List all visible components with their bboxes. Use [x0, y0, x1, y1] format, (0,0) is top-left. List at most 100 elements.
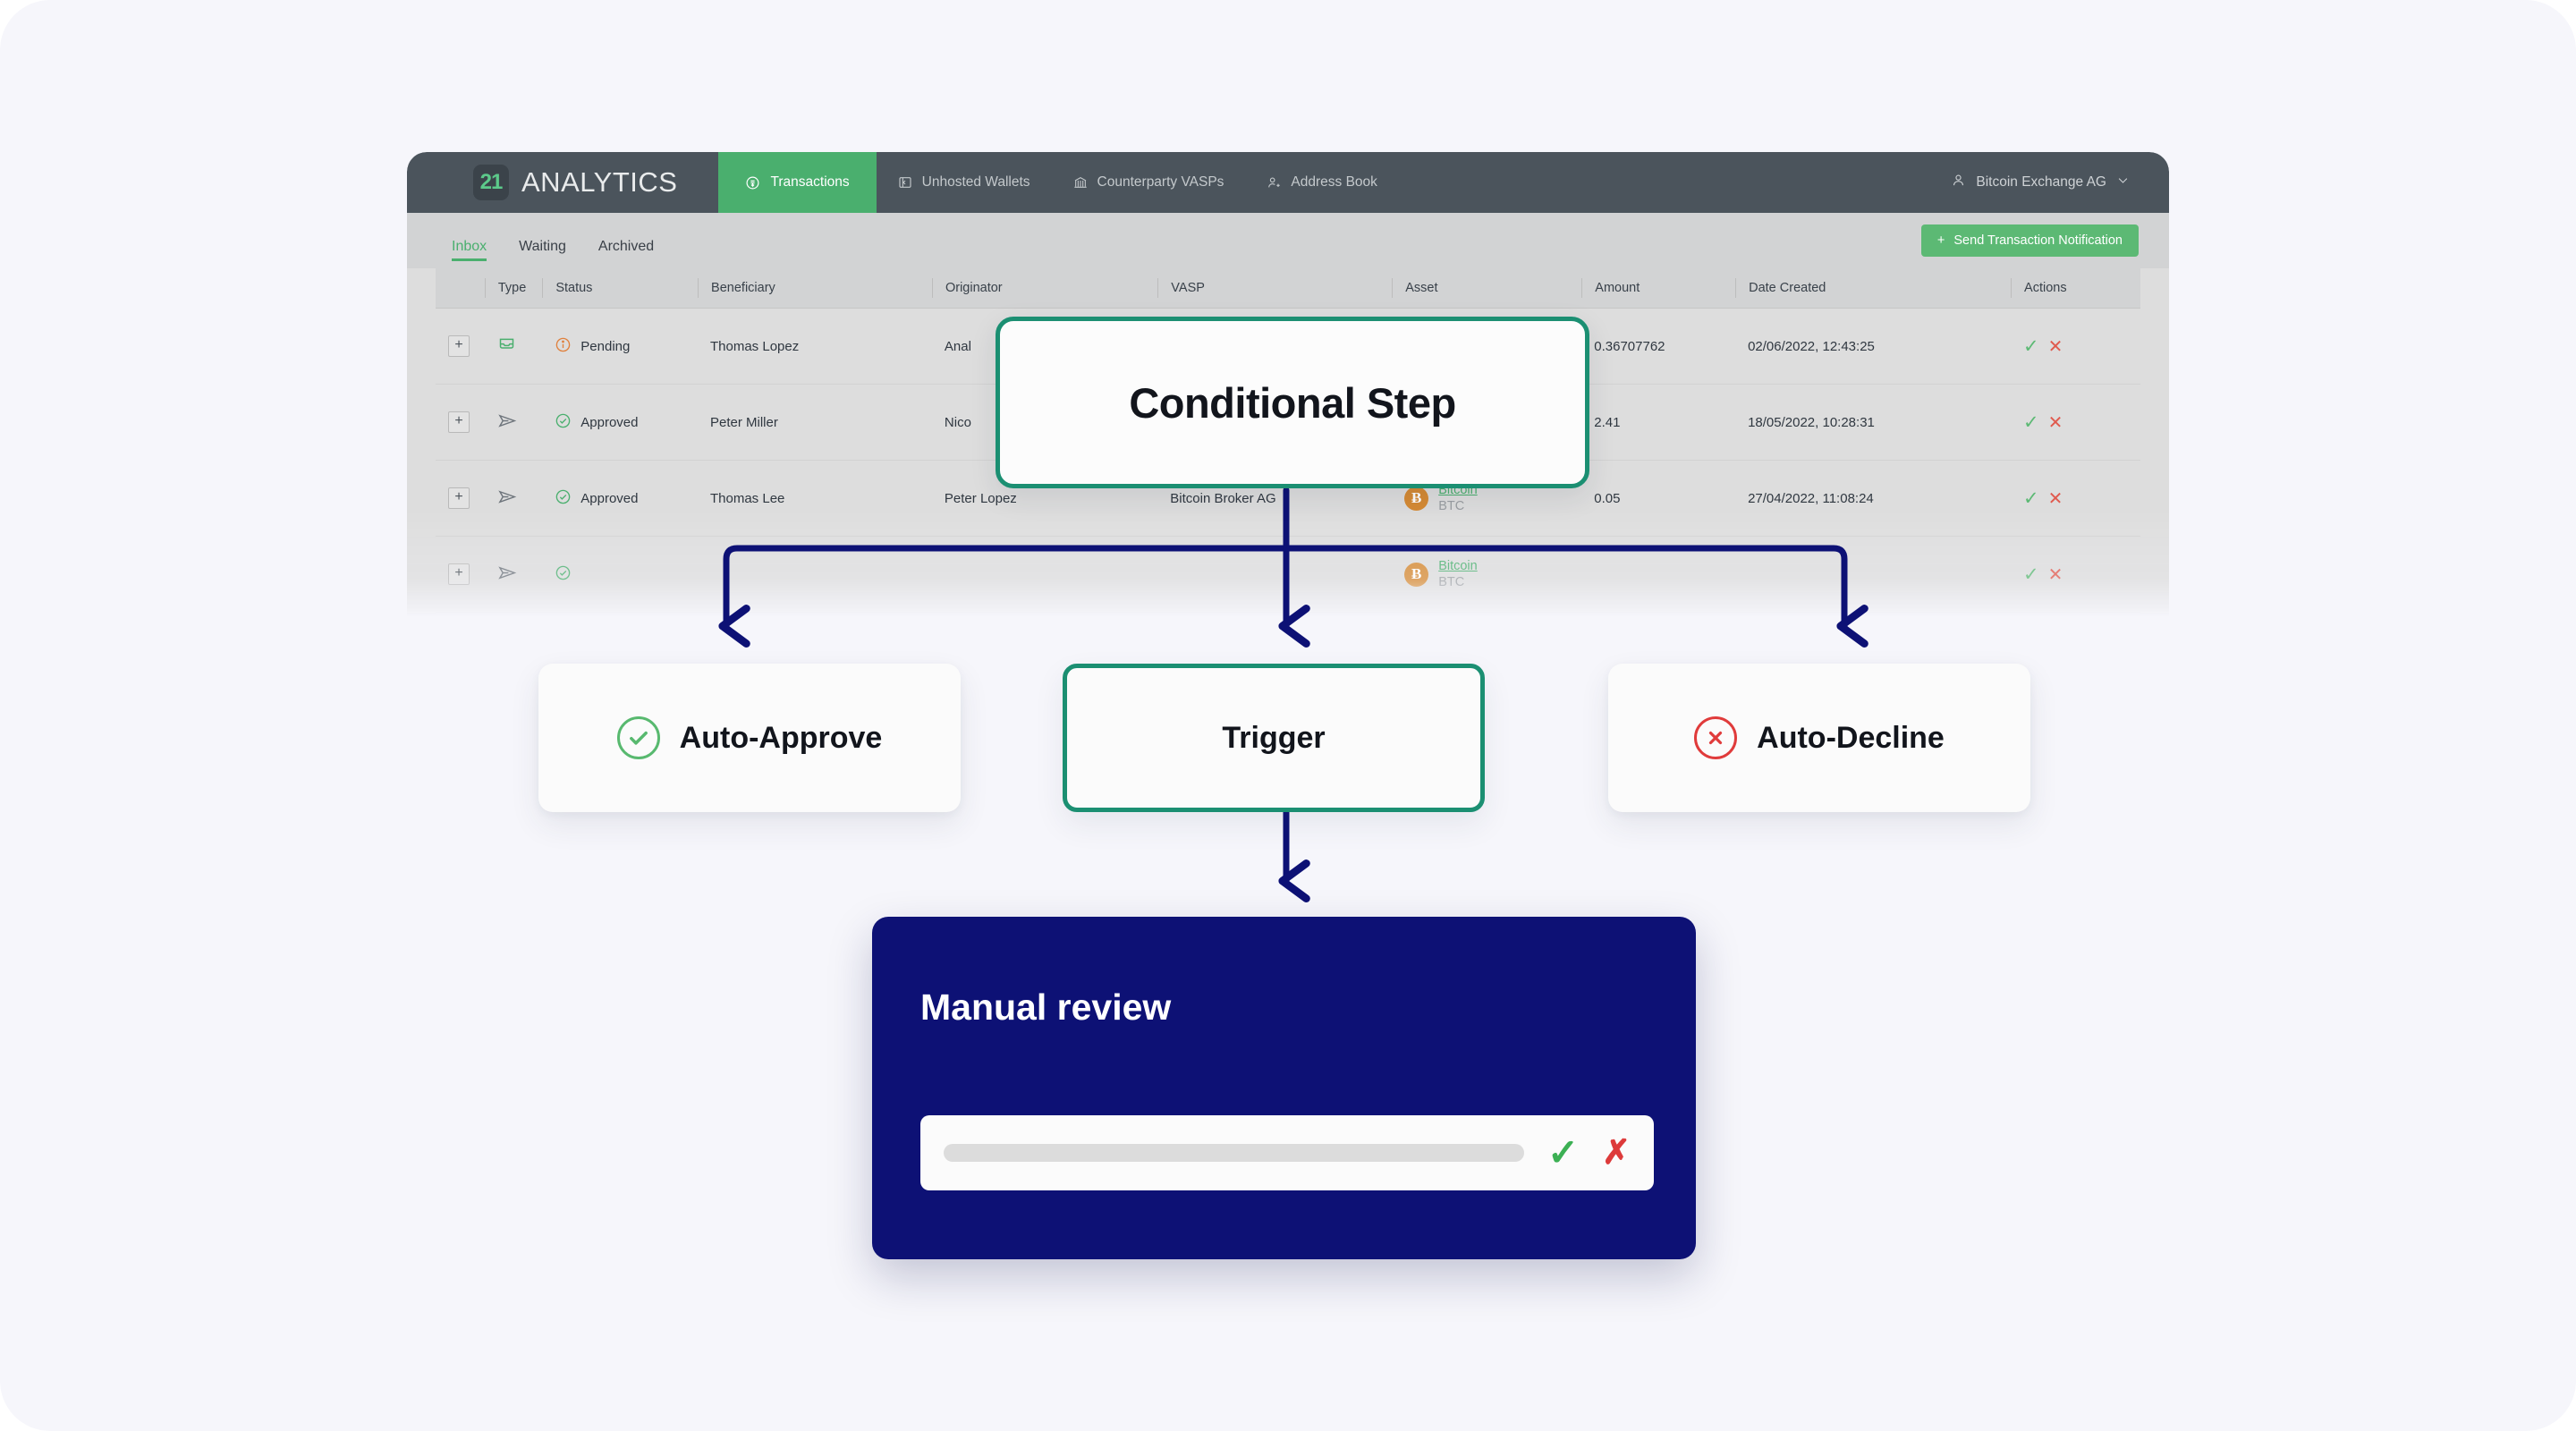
column-header-vasp[interactable]: VASP	[1157, 278, 1392, 298]
table-row[interactable]: +	[436, 537, 2140, 613]
row-actions-cell: ✓ ✕	[2011, 563, 2140, 586]
send-icon	[497, 487, 518, 511]
tab-inbox[interactable]: Inbox	[436, 240, 503, 268]
row-originator-cell: Anal	[944, 338, 971, 354]
nav-label: Unhosted Wallets	[921, 174, 1030, 190]
manual-review-card: Manual review ✓ ✗	[872, 917, 1696, 1259]
column-header-date-created[interactable]: Date Created	[1735, 278, 2011, 298]
column-header-status[interactable]: Status	[542, 278, 698, 298]
plus-icon: +	[1936, 233, 1945, 248]
send-icon	[497, 411, 518, 435]
row-date-cell: 27/04/2022, 11:08:24	[1748, 490, 1874, 506]
row-status-cell	[542, 564, 698, 585]
decline-icon[interactable]: ✕	[2047, 564, 2063, 585]
auto-approve-label: Auto-Approve	[679, 720, 883, 755]
bank-icon	[1073, 175, 1088, 190]
decline-icon[interactable]: ✕	[2047, 412, 2063, 433]
nav-label: Counterparty VASPs	[1097, 174, 1224, 190]
row-date-cell: 18/05/2022, 10:28:31	[1748, 414, 1875, 430]
row-actions-cell: ✓ ✕	[2011, 335, 2140, 358]
row-type-cell	[485, 335, 542, 358]
row-amount-cell: 0.05	[1594, 490, 1621, 506]
manual-review-title: Manual review	[920, 986, 1172, 1028]
nav-item-counterparty-vasps[interactable]: Counterparty VASPs	[1052, 152, 1246, 213]
row-expand-button[interactable]: +	[436, 411, 485, 433]
plus-icon: +	[448, 411, 470, 433]
row-actions-cell: ✓ ✕	[2011, 487, 2140, 510]
row-vasp-cell: Bitcoin Broker AG	[1170, 490, 1276, 506]
approve-icon[interactable]: ✓	[2023, 563, 2039, 585]
review-input-placeholder[interactable]	[944, 1144, 1524, 1162]
auto-decline-card[interactable]: Auto-Decline	[1608, 664, 2030, 812]
user-icon	[1951, 173, 1966, 192]
row-status-cell: Approved	[542, 488, 698, 509]
column-header-asset[interactable]: Asset	[1392, 278, 1581, 298]
address-book-icon	[1267, 175, 1281, 190]
column-header-originator[interactable]: Originator	[931, 278, 1157, 298]
column-header-beneficiary[interactable]: Beneficiary	[698, 278, 932, 298]
plus-icon: +	[448, 487, 470, 509]
bitcoin-icon: Ƀ	[1404, 562, 1429, 587]
row-type-cell	[485, 563, 542, 587]
approve-icon[interactable]: ✓	[2023, 487, 2039, 509]
account-label: Bitcoin Exchange AG	[1976, 174, 2106, 190]
decline-icon[interactable]: ✗	[1602, 1134, 1631, 1172]
column-header-expand	[436, 278, 485, 298]
trigger-label: Trigger	[1222, 720, 1326, 755]
row-type-cell	[485, 411, 542, 435]
check-circle-icon	[555, 488, 572, 509]
send-transaction-notification-button[interactable]: + Send Transaction Notification	[1920, 224, 2139, 257]
asset-name-link[interactable]: Bitcoin	[1438, 558, 1478, 573]
decline-icon[interactable]: ✕	[2047, 488, 2063, 509]
approve-icon[interactable]: ✓	[2023, 335, 2039, 357]
row-beneficiary-cell: Thomas Lee	[710, 490, 785, 506]
approve-icon[interactable]: ✓	[1546, 1131, 1580, 1173]
conditional-step-label: Conditional Step	[1129, 378, 1456, 427]
status-label: Approved	[580, 414, 639, 430]
row-originator-cell: Peter Lopez	[944, 490, 1017, 506]
inbox-icon	[497, 335, 516, 358]
sub-toolbar: Inbox Waiting Archived + Send Transactio…	[407, 213, 2169, 268]
row-expand-button[interactable]: +	[436, 563, 485, 585]
row-originator-cell: Nico	[944, 414, 971, 430]
asset-symbol: BTC	[1438, 575, 1465, 589]
nav-item-transactions[interactable]: Transactions	[718, 152, 877, 213]
column-header-type[interactable]: Type	[484, 278, 542, 298]
tab-waiting[interactable]: Waiting	[519, 239, 566, 254]
auto-decline-label: Auto-Decline	[1757, 720, 1945, 755]
info-icon	[555, 336, 572, 357]
row-beneficiary-cell: Thomas Lopez	[710, 338, 800, 354]
row-type-cell	[485, 487, 542, 511]
trigger-card[interactable]: Trigger	[1063, 664, 1485, 812]
tab-archived[interactable]: Archived	[597, 239, 655, 254]
top-navigation-bar: 21 ANALYTICS Transactions Unhosted Walle	[407, 152, 2169, 213]
manual-review-action-bar: ✓ ✗	[920, 1115, 1654, 1190]
nav-item-unhosted-wallets[interactable]: Unhosted Wallets	[877, 152, 1052, 213]
brand-logo: 21 ANALYTICS	[407, 152, 718, 213]
approve-icon[interactable]: ✓	[2023, 411, 2039, 433]
nav-label: Transactions	[770, 174, 850, 190]
row-expand-button[interactable]: +	[436, 487, 485, 509]
row-status-cell: Approved	[542, 412, 698, 433]
row-expand-button[interactable]: +	[436, 335, 485, 357]
column-header-actions: Actions	[2011, 278, 2140, 298]
table-header-row: Type Status Beneficiary Originator VASP …	[436, 268, 2140, 309]
plus-icon: +	[448, 335, 470, 357]
nav-item-address-book[interactable]: Address Book	[1245, 152, 1399, 213]
bitcoin-icon: Ƀ	[1404, 486, 1429, 511]
row-actions-cell: ✓ ✕	[2011, 411, 2140, 434]
account-menu[interactable]: Bitcoin Exchange AG	[1933, 152, 2169, 213]
check-circle-icon	[555, 412, 572, 433]
x-circle-icon	[1694, 716, 1738, 759]
chevron-down-icon	[2116, 174, 2130, 191]
row-beneficiary-cell: Peter Miller	[710, 414, 778, 430]
nav-spacer	[1399, 152, 1933, 213]
auto-approve-card[interactable]: Auto-Approve	[538, 664, 961, 812]
send-icon	[497, 563, 518, 587]
conditional-step-card[interactable]: Conditional Step	[996, 317, 1589, 488]
row-amount-cell: 0.36707762	[1594, 338, 1665, 354]
column-header-amount[interactable]: Amount	[1581, 278, 1735, 298]
tab-bar: Inbox Waiting Archived	[407, 213, 670, 268]
decline-icon[interactable]: ✕	[2047, 336, 2063, 357]
status-label: Pending	[580, 338, 631, 354]
